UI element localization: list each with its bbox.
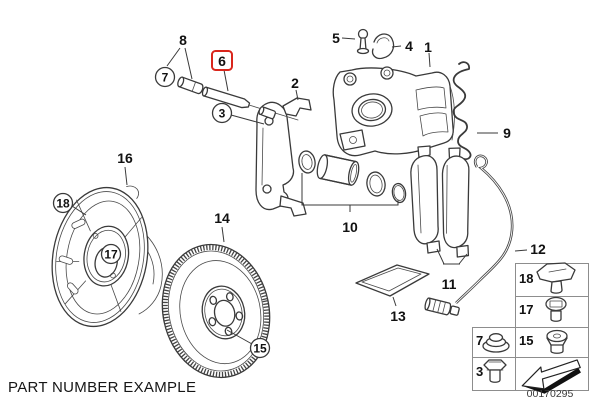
callout-17-circled[interactable]: 17 (100, 243, 122, 265)
legend-label-3[interactable]: 3 (476, 364, 483, 379)
countersunk-screw-icon (546, 329, 568, 354)
callout-15-circled[interactable]: 15 (249, 337, 271, 359)
seal-kit-drawing (298, 150, 407, 212)
brake-disc-drawing (161, 243, 271, 379)
callout-labels: 1 2 4 5 8 9 10 11 12 13 14 16 3 7 15 17 … (52, 30, 546, 359)
guide-pin-small-drawing (177, 76, 204, 95)
piston-drawing (316, 154, 360, 186)
callout-5[interactable]: 5 (332, 30, 340, 46)
caliper-carrier-drawing (255, 97, 312, 217)
round-bolt-icon (545, 296, 567, 322)
svg-text:15: 15 (253, 342, 267, 356)
callout-3-circled[interactable]: 3 (211, 102, 233, 124)
legend-label-18[interactable]: 18 (519, 271, 533, 286)
fastener-legend-table: 18 17 7 15 3 (472, 262, 589, 400)
callout-13[interactable]: 13 (390, 308, 406, 324)
callout-8[interactable]: 8 (179, 32, 187, 48)
brake-caliper-drawing (332, 66, 455, 157)
legend-label-15[interactable]: 15 (519, 333, 533, 348)
direction-arrow-icon (521, 359, 581, 394)
legend-label-7[interactable]: 7 (476, 333, 483, 348)
callout-6-highlighted[interactable]: 6 (211, 50, 233, 71)
sensor-connector-drawing (424, 297, 460, 316)
callout-1[interactable]: 1 (424, 39, 432, 55)
callout-2[interactable]: 2 (291, 75, 299, 91)
flange-bolt-icon (483, 359, 507, 383)
grease-packet-drawing (355, 264, 430, 297)
leader-lines (71, 37, 528, 345)
cap-plug-icon (482, 333, 510, 353)
page-caption: PART NUMBER EXAMPLE (8, 379, 196, 396)
legend-label-17[interactable]: 17 (519, 302, 533, 317)
callout-16[interactable]: 16 (117, 150, 133, 166)
callout-7-circled[interactable]: 7 (154, 66, 176, 88)
clip-drawing (371, 33, 395, 60)
hex-screw-icon (536, 262, 576, 294)
callout-12[interactable]: 12 (530, 241, 546, 257)
retaining-spring-drawing (452, 61, 472, 161)
callout-18-circled[interactable]: 18 (52, 192, 74, 214)
diagram-number: 00170295 (527, 388, 574, 400)
brake-pads-drawing (410, 145, 470, 265)
callout-4[interactable]: 4 (405, 38, 413, 54)
callout-14[interactable]: 14 (214, 210, 230, 226)
svg-text:18: 18 (56, 197, 70, 211)
callout-10[interactable]: 10 (342, 219, 358, 235)
guide-sleeve-drawing (258, 106, 277, 120)
bleeder-valve-drawing (356, 28, 370, 55)
svg-text:6: 6 (218, 53, 226, 69)
svg-text:17: 17 (104, 248, 118, 262)
guide-pin-long-drawing (201, 86, 299, 121)
callout-11[interactable]: 11 (442, 276, 457, 292)
svg-text:7: 7 (162, 71, 169, 85)
wear-sensor-drawing (424, 154, 514, 316)
svg-text:3: 3 (219, 107, 226, 121)
callout-9[interactable]: 9 (503, 125, 511, 141)
